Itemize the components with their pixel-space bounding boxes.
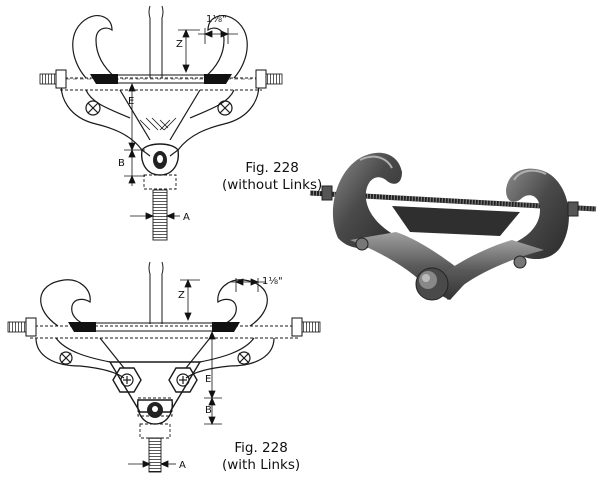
top-right-jaw (203, 15, 248, 79)
caption-bottom-line2: (with Links) (222, 457, 301, 473)
top-right-bolt (217, 100, 233, 116)
bottom-right-jaw (217, 279, 268, 327)
bottom-right-hex-nut (168, 367, 198, 393)
photo-right-arm (432, 240, 544, 300)
caption-top-line2: (without Links) (222, 177, 323, 193)
caption-top-line1: Fig. 228 (245, 160, 299, 176)
bottom-right-bolt (237, 351, 251, 365)
bottom-beam-web (148, 261, 164, 324)
bottom-left-jaw (40, 279, 91, 327)
bottom-dim-e: E (205, 374, 211, 385)
top-left-bolt (85, 100, 101, 116)
bottom-dim-gap: 1⅛" (262, 276, 283, 287)
top-left-jaw (72, 15, 117, 79)
photo-right-jaw (506, 168, 569, 260)
top-dim-a: A (183, 212, 190, 223)
top-dim-e: E (128, 96, 134, 107)
bottom-left-bolt (59, 351, 73, 365)
bottom-rod-assembly (7, 317, 321, 337)
bottom-dim-b: B (205, 405, 212, 416)
bottom-link-plates (108, 361, 202, 413)
top-dimensions (124, 28, 238, 220)
top-dim-z: Z (176, 39, 183, 50)
bottom-dim-z: Z (178, 290, 185, 301)
top-center-eye (141, 143, 179, 176)
bottom-dimensions (128, 278, 266, 468)
bottom-dim-a: A (179, 460, 186, 471)
caption-bottom: Fig. 228 (with Links) (222, 440, 300, 474)
bottom-clamp-drawing (30, 261, 300, 473)
caption-bottom-line1: Fig. 228 (234, 440, 288, 456)
top-dim-gap: 1⅛" (206, 14, 227, 25)
top-right-body (169, 77, 260, 157)
top-clamp-drawing (60, 5, 262, 241)
bottom-left-hex-nut (112, 367, 142, 393)
top-rod-assembly (39, 69, 283, 89)
top-beam-web (148, 5, 164, 78)
photo-left-jaw (332, 152, 402, 249)
caption-top: Fig. 228 (without Links) (222, 160, 322, 194)
top-left-body (60, 77, 151, 157)
top-dim-b: B (118, 158, 125, 169)
clamp-photo (309, 152, 597, 301)
